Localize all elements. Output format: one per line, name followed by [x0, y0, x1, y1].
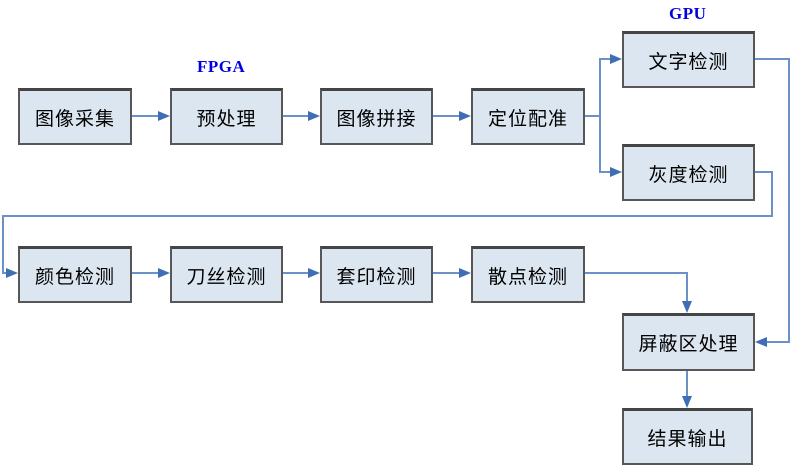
node-image-stitching: 图像拼接 [320, 88, 433, 145]
connector-grayscale-down [771, 171, 773, 217]
arrowhead-left-icon [755, 337, 767, 347]
arrowhead-right-icon [308, 268, 320, 278]
arrowhead-right-icon [459, 268, 471, 278]
arrowhead-right-icon [610, 167, 622, 177]
connector-branch-vertical [599, 58, 601, 173]
node-knife-wire-detection: 刀丝检测 [170, 246, 283, 303]
node-result-output: 结果输出 [622, 408, 753, 465]
node-label: 结果输出 [647, 428, 728, 450]
arrowhead-right-icon [308, 111, 320, 121]
gpu-label: GPU [669, 4, 707, 23]
connector-scatter-out-h [585, 272, 688, 274]
node-label: 颜色检测 [34, 266, 115, 288]
fpga-label: FPGA [197, 57, 246, 76]
arrowhead-right-icon [459, 111, 471, 121]
connector-return-horizontal [2, 215, 773, 217]
connector-branch-to-grayscale [599, 171, 611, 173]
connector-overprint-scatter [433, 272, 460, 274]
connector-branch-to-text [599, 58, 611, 60]
arrowhead-down-icon [682, 396, 692, 408]
connector-grayscale-out-h [755, 171, 773, 173]
node-preprocessing: 预处理 [170, 88, 283, 145]
node-label: 图像拼接 [336, 108, 417, 130]
connector-knifewire-overprint [283, 272, 309, 274]
arrowhead-right-icon [6, 268, 18, 278]
connector-mask-result [686, 371, 688, 397]
node-scatter-detection: 散点检测 [471, 246, 585, 303]
connector-registration-branch-stub [585, 115, 601, 117]
node-text-detection: 文字检测 [622, 31, 755, 88]
node-image-acquisition: 图像采集 [18, 88, 132, 145]
node-label: 图像采集 [34, 108, 115, 130]
arrowhead-down-icon [682, 301, 692, 313]
node-label: 预处理 [196, 108, 257, 130]
node-label: 套印检测 [336, 266, 417, 288]
node-label: 散点检测 [487, 266, 568, 288]
node-label: 刀丝检测 [186, 266, 267, 288]
node-color-detection: 颜色检测 [18, 246, 132, 303]
connector-right-vertical [788, 58, 790, 343]
arrowhead-right-icon [610, 54, 622, 64]
node-grayscale-detection: 灰度检测 [622, 144, 755, 201]
connector-acquisition-preprocessing [132, 115, 160, 117]
connector-color-knifewire [132, 272, 160, 274]
node-label: 屏蔽区处理 [638, 334, 739, 355]
connector-stitching-registration [433, 115, 460, 117]
arrowhead-right-icon [158, 268, 170, 278]
connector-into-mask-h [767, 341, 789, 343]
connector-into-color-h [2, 272, 8, 274]
connector-text-out-h [755, 58, 789, 60]
node-label: 灰度检测 [648, 164, 729, 186]
node-label: 文字检测 [648, 51, 729, 73]
connector-left-vertical [2, 215, 4, 274]
node-overprint-detection: 套印检测 [320, 246, 433, 303]
node-positioning-registration: 定位配准 [471, 88, 585, 145]
connector-preprocessing-stitching [283, 115, 309, 117]
node-mask-region-processing: 屏蔽区处理 [622, 313, 755, 371]
arrowhead-right-icon [158, 111, 170, 121]
connector-scatter-down [686, 272, 688, 304]
node-label: 定位配准 [487, 108, 568, 130]
